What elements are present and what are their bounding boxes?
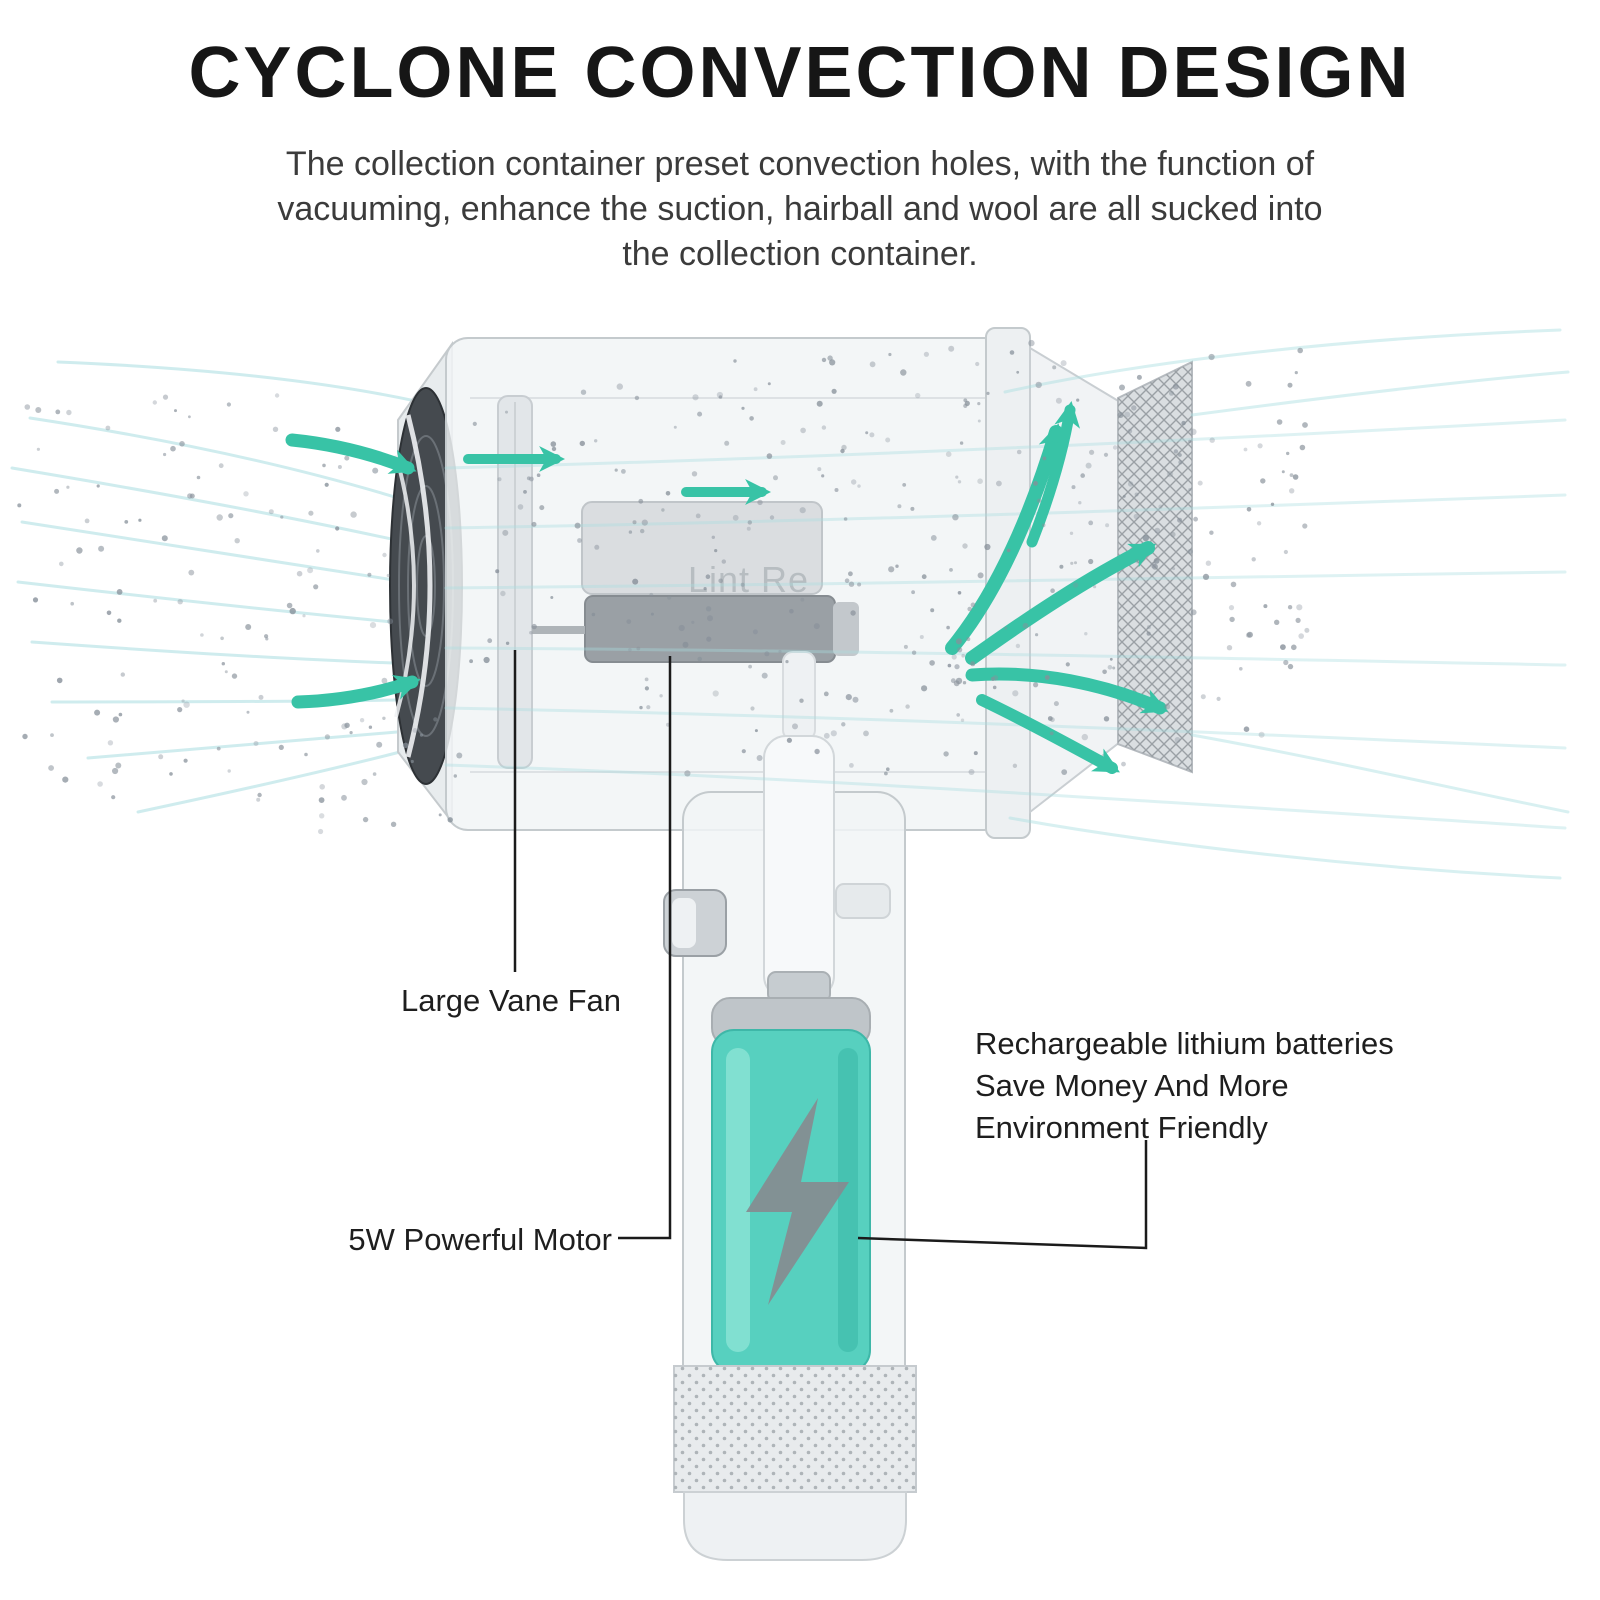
battery-highlight bbox=[726, 1048, 750, 1352]
airflow-streamlines-left bbox=[10, 360, 448, 814]
callout-battery-line-2: Save Money And More bbox=[975, 1068, 1289, 1103]
airflow-streamlines-right bbox=[1003, 328, 1570, 880]
callout-line-battery bbox=[857, 1140, 1148, 1250]
handle-base bbox=[673, 1365, 917, 1561]
callout-powerful-motor: 5W Powerful Motor bbox=[348, 1222, 612, 1257]
exhaust-arrow-right bbox=[965, 667, 1169, 715]
watermark-label: Lint Re bbox=[688, 559, 809, 600]
subtitle-line-2: vacuuming, enhance the suction, hairball… bbox=[277, 190, 1323, 228]
exhaust-arrow-small-up bbox=[1026, 401, 1081, 548]
handle-latch bbox=[835, 883, 891, 919]
exhaust-arrow-upright bbox=[965, 541, 1157, 665]
callout-large-vane-fan: Large Vane Fan bbox=[400, 983, 622, 1018]
motor-end-cap bbox=[833, 602, 859, 656]
drive-rod-upper bbox=[782, 651, 816, 741]
drive-rod bbox=[763, 735, 835, 999]
lithium-battery bbox=[711, 971, 871, 1373]
airflow-streamlines-through bbox=[444, 418, 1567, 830]
callout-battery-line-3: Environment Friendly bbox=[975, 1110, 1268, 1145]
motor-housing bbox=[581, 501, 823, 595]
airflow-particles bbox=[17, 339, 1310, 835]
airflow-arrows bbox=[285, 401, 1169, 774]
power-switch-highlight bbox=[672, 898, 696, 948]
exhaust-arrow-up bbox=[945, 423, 1064, 655]
intake-arrow-bottom bbox=[291, 675, 421, 709]
page-title: CYCLONE CONVECTION DESIGN bbox=[188, 33, 1412, 113]
callout-battery-line-1: Rechargeable lithium batteries bbox=[975, 1026, 1394, 1061]
callout-line-motor bbox=[618, 656, 672, 1240]
base-cap bbox=[683, 1491, 907, 1561]
subtitle-line-1: The collection container preset convecti… bbox=[285, 145, 1315, 183]
callout-battery: Rechargeable lithium batteries Save Mone… bbox=[975, 1023, 1394, 1149]
battery-shade bbox=[838, 1048, 858, 1352]
lightning-bolt-icon bbox=[746, 1098, 849, 1305]
page-subtitle: The collection container preset convecti… bbox=[0, 142, 1600, 277]
callout-lines bbox=[513, 650, 1148, 1250]
intake-arrow-top bbox=[285, 433, 417, 475]
subtitle-line-3: the collection container. bbox=[622, 235, 978, 273]
exhaust-arrow-down bbox=[976, 694, 1120, 774]
